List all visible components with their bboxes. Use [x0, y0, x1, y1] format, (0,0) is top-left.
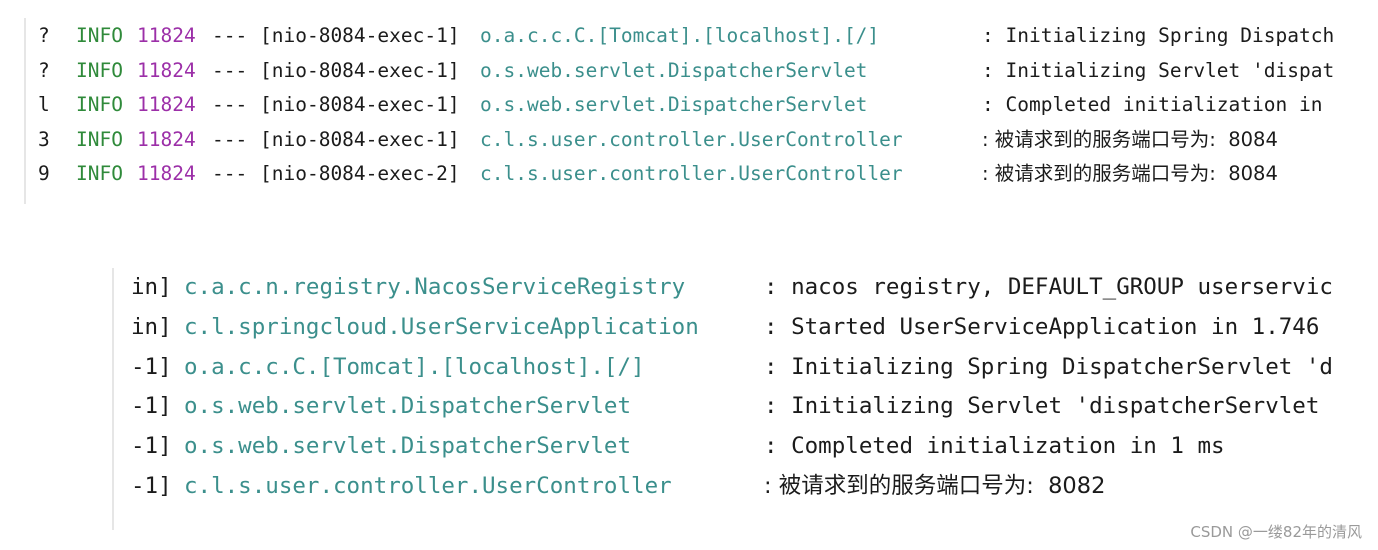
thread-name: [nio-8084-exec-1] — [260, 93, 460, 116]
log-line: ? INFO 11824 --- [nio-8084-exec-1] o.a.c.c.C.… — [0, 22, 1350, 50]
thread-name: [nio-8084-exec-1] — [260, 24, 460, 47]
gutter-fragment: ? — [38, 24, 50, 47]
log-line: in] c.l.springcloud.UserServiceApplicatio… — [112, 310, 1348, 344]
log-line: l INFO 11824 --- [nio-8084-exec-1] o.s.web.se… — [0, 91, 1350, 119]
log-message: : 被请求到的服务端口号为: 8084 — [982, 127, 1278, 151]
logger-name: c.a.c.n.registry.NacosServiceRegistry — [184, 274, 686, 300]
logger-name: o.a.c.c.C.[Tomcat].[localhost].[/] — [184, 353, 645, 380]
process-id: 11824 — [137, 162, 196, 185]
process-id: 11824 — [137, 58, 196, 82]
logger-name: o.s.web.servlet.DispatcherServlet — [184, 393, 632, 420]
log-line: ? INFO 11824 --- [nio-8084-exec-1] o.s.web.se… — [0, 57, 1350, 85]
log-line: 9 INFO 11824 --- [nio-8084-exec-2] c.l.s.user… — [0, 160, 1350, 188]
thread-fragment: -1] — [131, 393, 172, 420]
log-level: INFO — [76, 24, 123, 47]
log-message: : Initializing Spring Dispatch — [982, 24, 1335, 47]
log-level: INFO — [76, 58, 123, 82]
thread-name: [nio-8084-exec-1] — [260, 58, 460, 82]
logger-name: c.l.s.user.controller.UserController — [184, 473, 672, 499]
logger-name: c.l.s.user.controller.UserController — [480, 127, 903, 151]
log-message: : nacos registry, DEFAULT_GROUP userserv… — [764, 274, 1333, 300]
logger-name: c.l.s.user.controller.UserController — [480, 162, 903, 185]
separator: --- — [212, 127, 248, 151]
log-message: : Completed initialization in — [982, 93, 1323, 116]
logger-name: o.a.c.c.C.[Tomcat].[localhost].[/] — [480, 24, 880, 47]
process-id: 11824 — [137, 93, 196, 116]
thread-fragment: -1] — [131, 353, 172, 380]
separator: --- — [212, 93, 248, 116]
gutter-fragment: 9 — [38, 162, 50, 185]
log-message: : 被请求到的服务端口号为: 8084 — [982, 162, 1278, 185]
log-level: INFO — [76, 162, 123, 185]
console-panel-bottom: in] c.a.c.n.registry.NacosServiceRegistry… — [112, 268, 1348, 530]
thread-fragment: -1] — [131, 473, 172, 499]
gutter-fragment: l — [38, 93, 50, 116]
log-line: -1] o.s.web.servlet.DispatcherServlet : In… — [112, 389, 1348, 423]
thread-fragment: in] — [131, 313, 172, 340]
log-message: : Completed initialization in 1 ms — [764, 433, 1225, 460]
console-panel-top: ? INFO 11824 --- [nio-8084-exec-1] o.a.c.c.C.… — [0, 18, 1350, 204]
gutter-divider — [24, 18, 26, 204]
thread-name: [nio-8084-exec-1] — [260, 127, 460, 151]
log-message: : 被请求到的服务端口号为: 8082 — [764, 473, 1106, 499]
process-id: 11824 — [137, 127, 196, 151]
thread-fragment: -1] — [131, 433, 172, 460]
log-message: : Initializing Servlet 'dispatcherServle… — [764, 393, 1320, 420]
logger-name: o.s.web.servlet.DispatcherServlet — [184, 433, 632, 460]
separator: --- — [212, 24, 248, 47]
gutter-fragment: ? — [38, 58, 50, 82]
log-message: : Started UserServiceApplication in 1.74… — [764, 313, 1320, 340]
log-line: in] c.a.c.n.registry.NacosServiceRegistry… — [112, 270, 1348, 304]
logger-name: o.s.web.servlet.DispatcherServlet — [480, 58, 868, 82]
log-message: : Initializing Servlet 'dispat — [982, 58, 1335, 82]
separator: --- — [212, 58, 248, 82]
separator: --- — [212, 162, 248, 185]
logger-name: c.l.springcloud.UserServiceApplication — [184, 313, 699, 340]
watermark: CSDN @一缕82年的清风 — [1190, 523, 1362, 541]
gutter-fragment: 3 — [38, 127, 50, 151]
log-line: -1] c.l.s.user.controller.UserController:… — [112, 469, 1348, 503]
log-line: -1] o.s.web.servlet.DispatcherServlet : Co… — [112, 429, 1348, 463]
gutter-divider — [112, 268, 114, 530]
process-id: 11824 — [137, 24, 196, 47]
thread-name: [nio-8084-exec-2] — [260, 162, 460, 185]
log-line: -1] o.a.c.c.C.[Tomcat].[localhost].[/] : I… — [112, 350, 1348, 384]
log-level: INFO — [76, 127, 123, 151]
log-message: : Initializing Spring DispatcherServlet … — [764, 353, 1333, 380]
thread-fragment: in] — [131, 274, 172, 300]
logger-name: o.s.web.servlet.DispatcherServlet — [480, 93, 868, 116]
log-line: 3 INFO 11824 --- [nio-8084-exec-1] c.l.s.user… — [0, 126, 1350, 154]
log-level: INFO — [76, 93, 123, 116]
